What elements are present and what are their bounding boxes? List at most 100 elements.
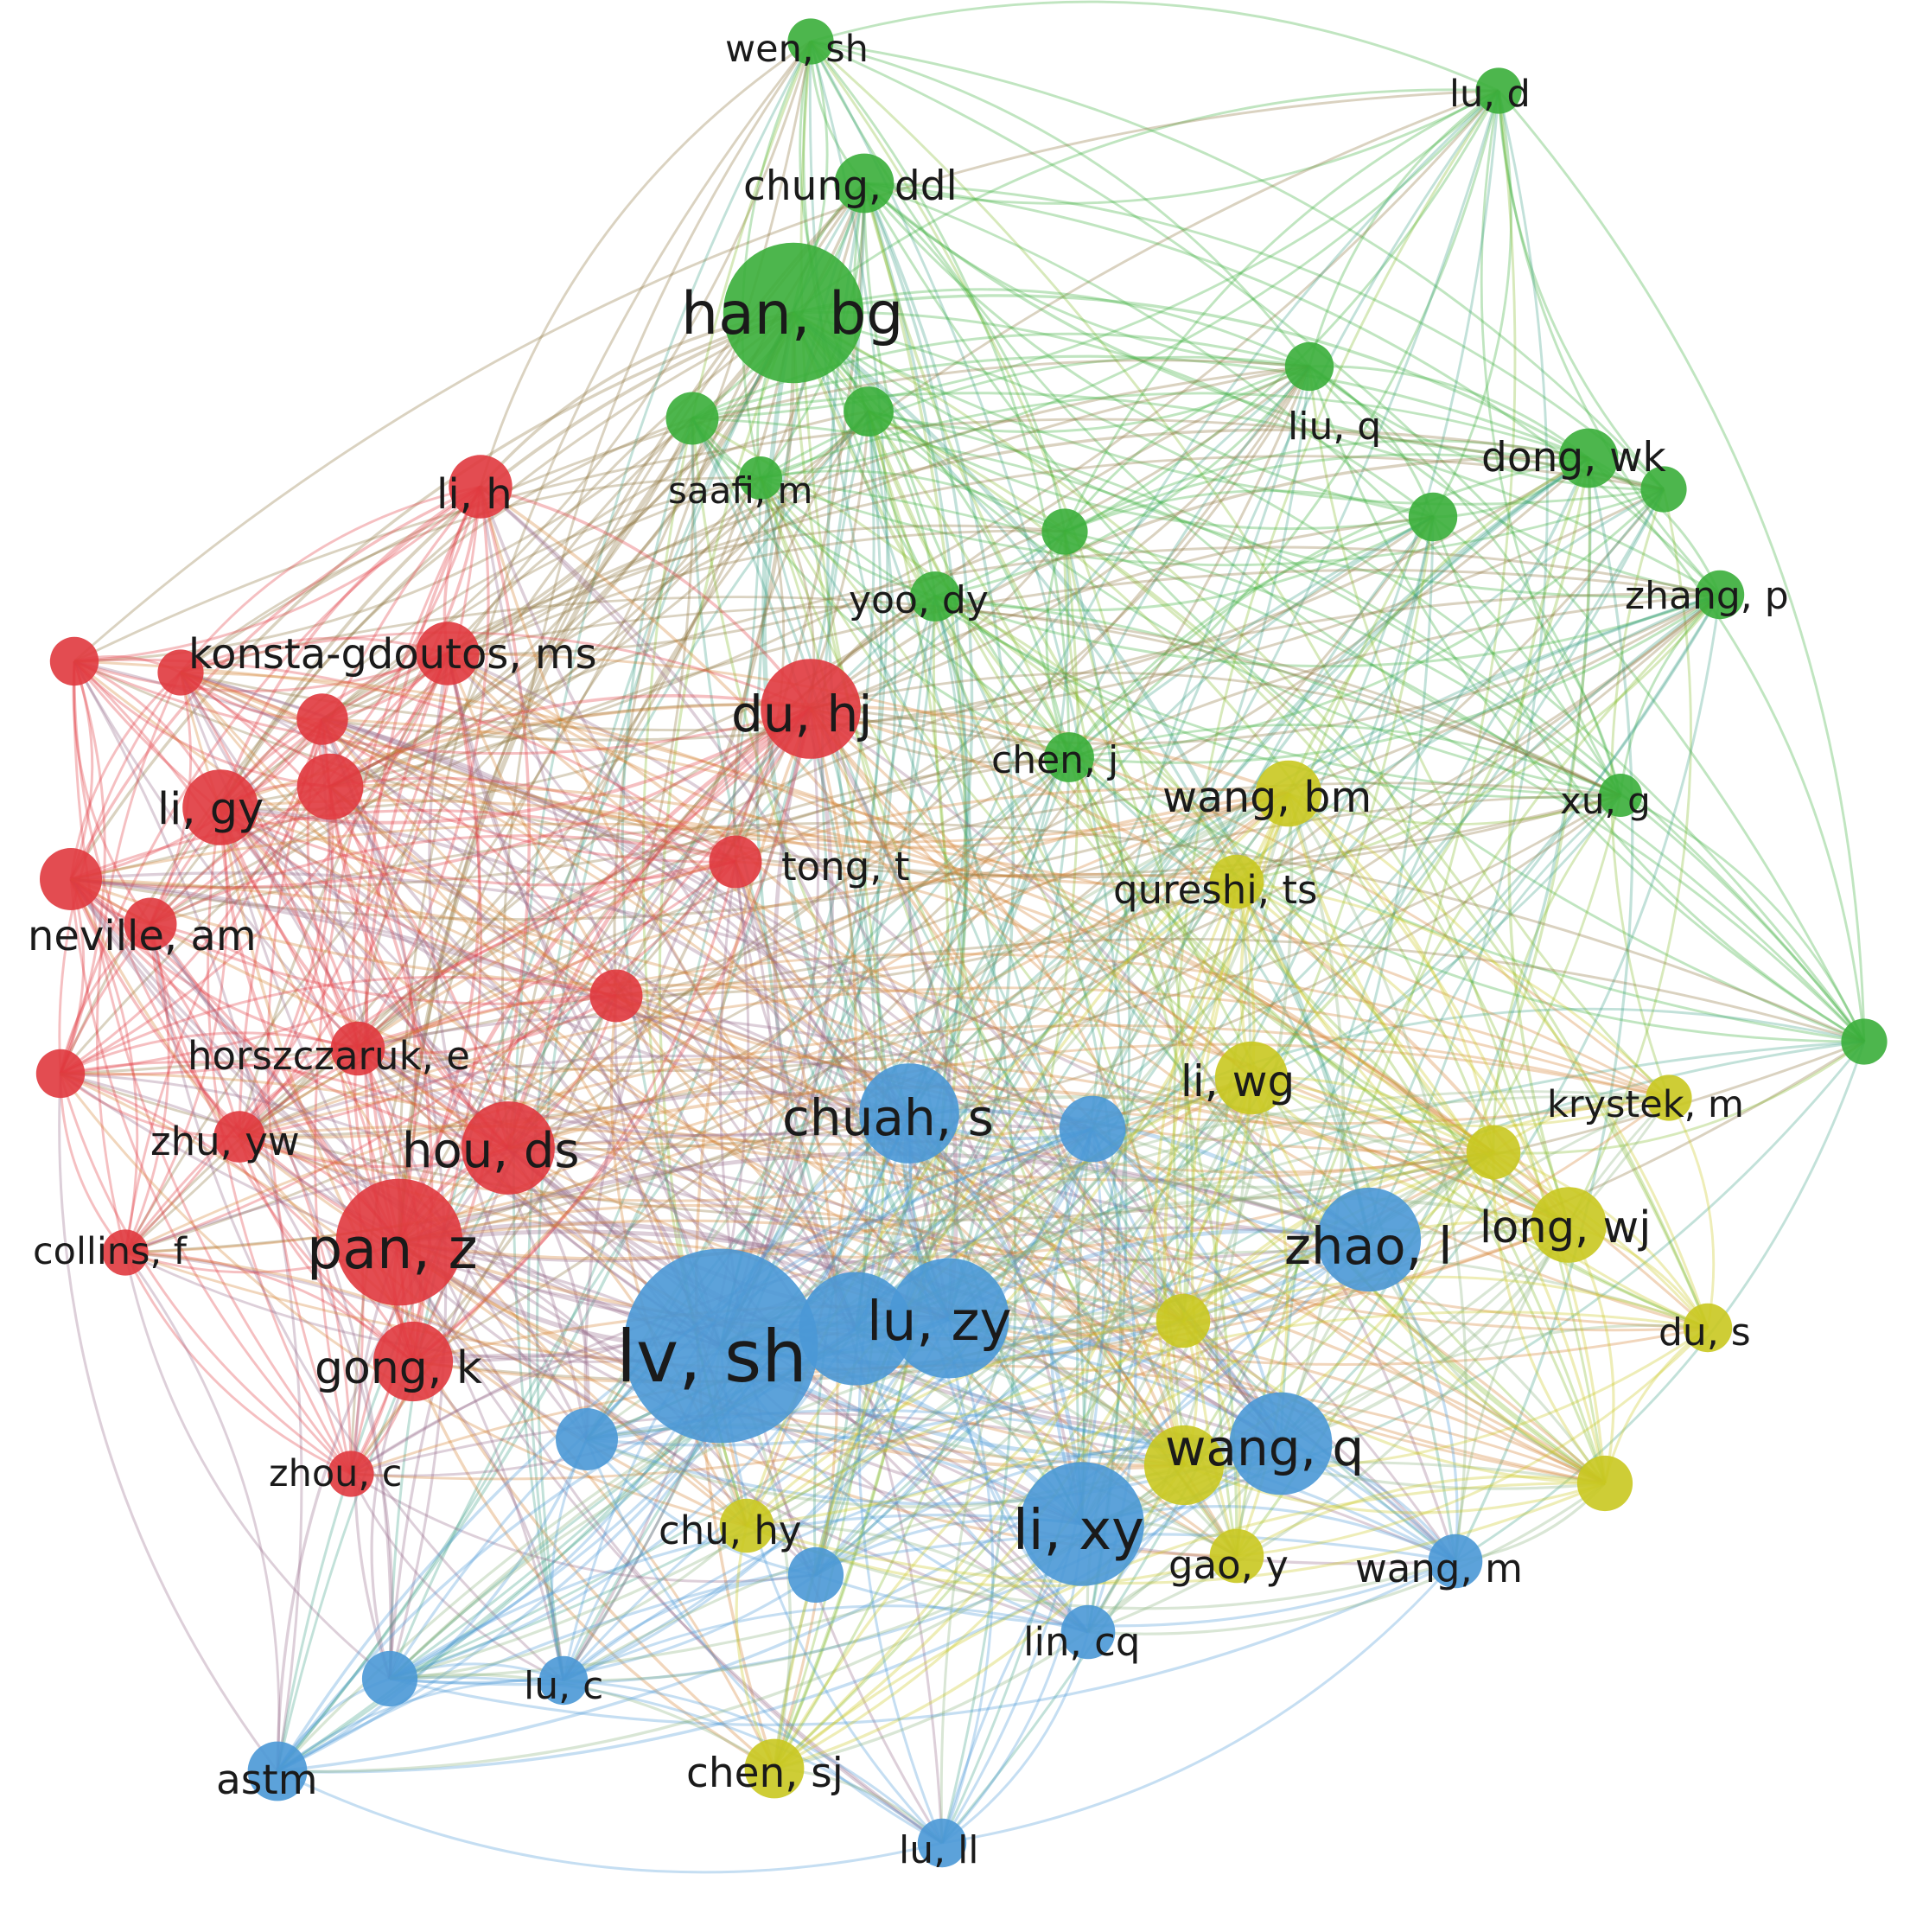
link-r_c-y_d [321, 718, 1606, 1485]
node-lin-cq[interactable] [1060, 1604, 1116, 1660]
link-wang_m-wang_bm [1287, 793, 1468, 1562]
node-li-gy[interactable] [182, 769, 258, 845]
node-krystek-m[interactable] [1646, 1074, 1692, 1121]
node-g-c[interactable] [1640, 466, 1687, 513]
link-xu_g-horsz [357, 794, 1621, 1073]
link-collins_f-b_e [124, 1252, 391, 1680]
node-han-bg[interactable] [723, 242, 864, 384]
node-g-d[interactable] [1408, 492, 1458, 542]
node-y-b[interactable] [1156, 1293, 1211, 1349]
link-yoo_dy-lu_zy [875, 596, 951, 1319]
node-du-hj[interactable] [761, 659, 861, 759]
node-r-f[interactable] [589, 969, 643, 1023]
node-xu-g[interactable] [1599, 774, 1642, 817]
link-b_b-wang_bm [854, 792, 1289, 1329]
node-dong-wk[interactable] [1558, 428, 1619, 488]
link-y_d-chu_hy [746, 1482, 1606, 1585]
link-g_d-g_f [1431, 516, 1865, 1043]
link-han_bg-g_c [793, 311, 1665, 506]
node-li-h[interactable] [449, 455, 513, 519]
node-b-c[interactable] [556, 1408, 618, 1470]
node-wang-q[interactable] [1229, 1392, 1333, 1495]
node-r-b[interactable] [157, 649, 204, 696]
node-g-f[interactable] [1841, 1018, 1888, 1065]
node-r-c[interactable] [296, 693, 348, 745]
node-chen-sj[interactable] [744, 1738, 805, 1799]
node-b-a[interactable] [1059, 1095, 1126, 1163]
node-qureshi-ts[interactable] [1209, 854, 1264, 909]
link-dong_wk-du_hj [809, 456, 1589, 711]
node-wang-m[interactable] [1428, 1533, 1483, 1589]
node-collins-f[interactable] [102, 1229, 149, 1276]
node-hou-ds[interactable] [462, 1101, 555, 1195]
node-chung-ddl[interactable] [834, 153, 895, 214]
node-r-d[interactable] [296, 753, 364, 820]
node-lu-zy[interactable] [888, 1258, 1009, 1379]
link-r_g-collins_f [59, 1073, 127, 1253]
node-saafi-m[interactable] [739, 456, 782, 500]
node-b-d[interactable] [787, 1546, 844, 1604]
link-du_hj-r_g [60, 707, 812, 1075]
link-g_e-li_wg [1063, 531, 1253, 1079]
node-chen-j[interactable] [1044, 732, 1094, 782]
node-zhang-p[interactable] [1695, 570, 1745, 620]
link-neville_am-zhou_c [69, 878, 353, 1476]
node-astm[interactable] [247, 1741, 308, 1801]
link-g_e-chuah_s [907, 531, 1070, 1114]
node-lu-c[interactable] [538, 1655, 589, 1706]
node-yoo-dy[interactable] [910, 571, 960, 622]
link-saafi_m-y_d [759, 477, 1606, 1485]
node-chuah-s[interactable] [859, 1063, 959, 1164]
node-pan-z[interactable] [335, 1178, 463, 1306]
link-konsta-lin_cq [446, 653, 1089, 1634]
link-li_h-wang_q [479, 486, 1282, 1445]
link-y_b-chen_sj [774, 1320, 1185, 1770]
link-wen_sh-saafi_m [741, 41, 812, 479]
node-y-c[interactable] [1143, 1425, 1225, 1506]
node-konsta[interactable] [416, 622, 480, 685]
node-g-a[interactable] [665, 392, 719, 445]
node-zhu-yw[interactable] [213, 1111, 265, 1163]
link-xu_g-r_c [322, 717, 1621, 879]
node-chu-hy[interactable] [719, 1498, 774, 1553]
link-tong_t-gong_k [412, 861, 737, 1363]
node-du-s[interactable] [1683, 1303, 1733, 1353]
link-chen_j-b_b [854, 756, 1071, 1329]
node-li-wg[interactable] [1214, 1041, 1289, 1115]
node-liu-q[interactable] [1284, 341, 1334, 392]
link-zhang_p-chen_j [1068, 593, 1721, 764]
label-lin-cq: lin, cq [1023, 1619, 1140, 1665]
label-li-wg: li, wg [1181, 1056, 1295, 1106]
node-lv-sh[interactable] [623, 1248, 818, 1444]
link-krystek_m-y_b [1181, 1096, 1670, 1323]
link-lu_d-g_a [691, 89, 1499, 420]
link-r_f-wang_q [615, 994, 1283, 1444]
node-b-e[interactable] [361, 1650, 418, 1707]
node-r-g[interactable] [35, 1049, 86, 1099]
node-lu-ll[interactable] [917, 1818, 967, 1868]
node-zhou-c[interactable] [328, 1451, 374, 1497]
node-g-b[interactable] [844, 386, 894, 437]
link-li_gy-hou_ds [219, 807, 509, 1150]
node-g-e[interactable] [1041, 508, 1088, 555]
link-hou_ds-long_wj [507, 1085, 1569, 1227]
node-r-e[interactable] [124, 897, 177, 951]
node-zhao-l[interactable] [1316, 1187, 1422, 1292]
node-gong-k[interactable] [372, 1321, 454, 1402]
node-li-xy[interactable] [1020, 1462, 1144, 1586]
node-wen-sh[interactable] [787, 18, 834, 65]
node-y-a[interactable] [1466, 1125, 1521, 1180]
label-zhou-c: zhou, c [269, 1452, 402, 1495]
node-wang-bm[interactable] [1255, 760, 1322, 827]
link-han_bg-hou_ds [506, 312, 796, 1150]
node-horsz[interactable] [330, 1021, 385, 1076]
node-gao-y[interactable] [1209, 1528, 1264, 1584]
node-b-b[interactable] [799, 1272, 913, 1386]
node-lu-d[interactable] [1475, 67, 1522, 114]
node-long-wj[interactable] [1531, 1187, 1607, 1263]
node-y-d[interactable] [1576, 1455, 1633, 1512]
node-neville-am[interactable] [40, 848, 102, 910]
node-tong-t[interactable] [709, 835, 762, 889]
link-r_e-b_e [149, 923, 392, 1680]
node-r-a[interactable] [49, 636, 99, 686]
